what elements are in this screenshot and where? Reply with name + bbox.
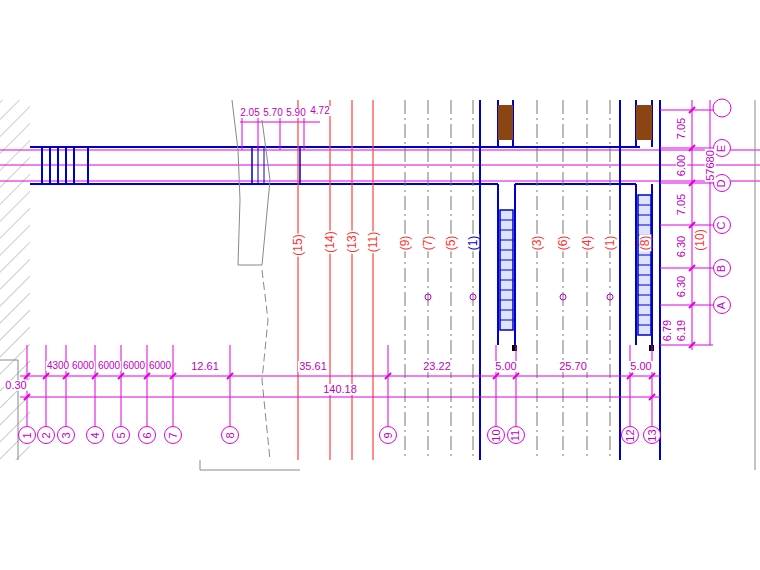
axis-bubble: 5 <box>112 426 130 444</box>
axis-bubble: B <box>713 259 731 277</box>
dimension-text: 6000 <box>97 361 121 371</box>
axis-label: 57680 <box>705 149 716 182</box>
axis-label: 6.30 <box>676 234 687 257</box>
axis-label: (4) <box>581 235 593 252</box>
axis-number: 8 <box>225 432 236 438</box>
dimension-text: 25.70 <box>558 361 588 372</box>
dimension-text: 4300 <box>46 361 70 371</box>
axis-number: 4 <box>90 432 101 438</box>
dimension-text: 0.30 <box>4 380 27 391</box>
axis-number: 3 <box>61 432 72 438</box>
axis-bubble: 6 <box>138 426 156 444</box>
dimension-text: 12.61 <box>190 361 220 372</box>
dimension-text: 23.22 <box>422 361 452 372</box>
axis-label: (1) <box>604 235 616 252</box>
axis-number: B <box>717 264 728 271</box>
dimension-text: 6000 <box>122 361 146 371</box>
dimension-text: 6000 <box>148 361 172 371</box>
axis-number: 1 <box>22 432 33 438</box>
axis-bubble: 11 <box>507 426 525 444</box>
dimension-text: 5.70 <box>262 108 283 118</box>
axis-number: 10 <box>491 429 502 441</box>
axis-label: 7.05 <box>676 116 687 139</box>
dimension-text: 35.61 <box>298 361 328 372</box>
axis-number: 13 <box>647 429 658 441</box>
axis-bubble: 2 <box>37 426 55 444</box>
axis-label: 7.05 <box>676 192 687 215</box>
axis-label: (5) <box>445 235 457 252</box>
axis-label: (9) <box>399 235 411 252</box>
axis-label: (15) <box>292 233 304 256</box>
axis-number: 6 <box>142 432 153 438</box>
axis-label: (6) <box>557 235 569 252</box>
axis-number: C <box>716 221 727 229</box>
axis-number: E <box>717 144 728 151</box>
dimension-text: 5.00 <box>629 361 652 372</box>
axis-bubble: 1 <box>18 426 36 444</box>
dimension-text: 4.72 <box>309 106 330 116</box>
axis-label: 6.79 <box>662 318 673 341</box>
axis-label: (11) <box>367 231 379 253</box>
axis-bubble: 10 <box>487 426 505 444</box>
dimension-text: 2.05 <box>239 108 260 118</box>
axis-label: 6.19 <box>676 318 687 341</box>
axis-number: 7 <box>168 432 179 438</box>
axis-label: (14) <box>324 230 336 253</box>
axis-number: D <box>716 179 727 187</box>
axis-bubble: 4 <box>86 426 104 444</box>
axis-bubble: 9 <box>379 426 397 444</box>
axis-label: (7) <box>422 235 434 252</box>
axis-label: 6.00 <box>676 153 687 176</box>
axis-label: 6.30 <box>676 274 687 297</box>
axis-number: 11 <box>510 429 521 440</box>
axis-bubble: 12 <box>621 426 639 444</box>
axis-bubble: C <box>713 216 731 234</box>
axis-label: (1) <box>467 235 479 252</box>
axis-label: (10) <box>694 228 706 251</box>
axis-label: (3) <box>531 235 543 252</box>
axis-number: 12 <box>625 429 636 441</box>
dimension-text: 6000 <box>71 361 95 371</box>
axis-bubble: A <box>713 296 731 314</box>
dimension-text: 140.18 <box>322 384 358 395</box>
axis-bubble: 8 <box>221 426 239 444</box>
axis-label: (13) <box>346 230 358 253</box>
axis-label: (8) <box>639 235 651 252</box>
dimension-text: 5.00 <box>494 361 517 372</box>
axis-number: A <box>717 301 728 308</box>
axis-bubble: 3 <box>57 426 75 444</box>
axis-number: 9 <box>383 432 394 438</box>
axis-bubble: 7 <box>164 426 182 444</box>
dimension-text: 5.90 <box>285 108 306 118</box>
axis-bubble: 13 <box>643 426 661 444</box>
axis-number: 2 <box>41 432 52 438</box>
axis-number: 5 <box>116 432 127 438</box>
